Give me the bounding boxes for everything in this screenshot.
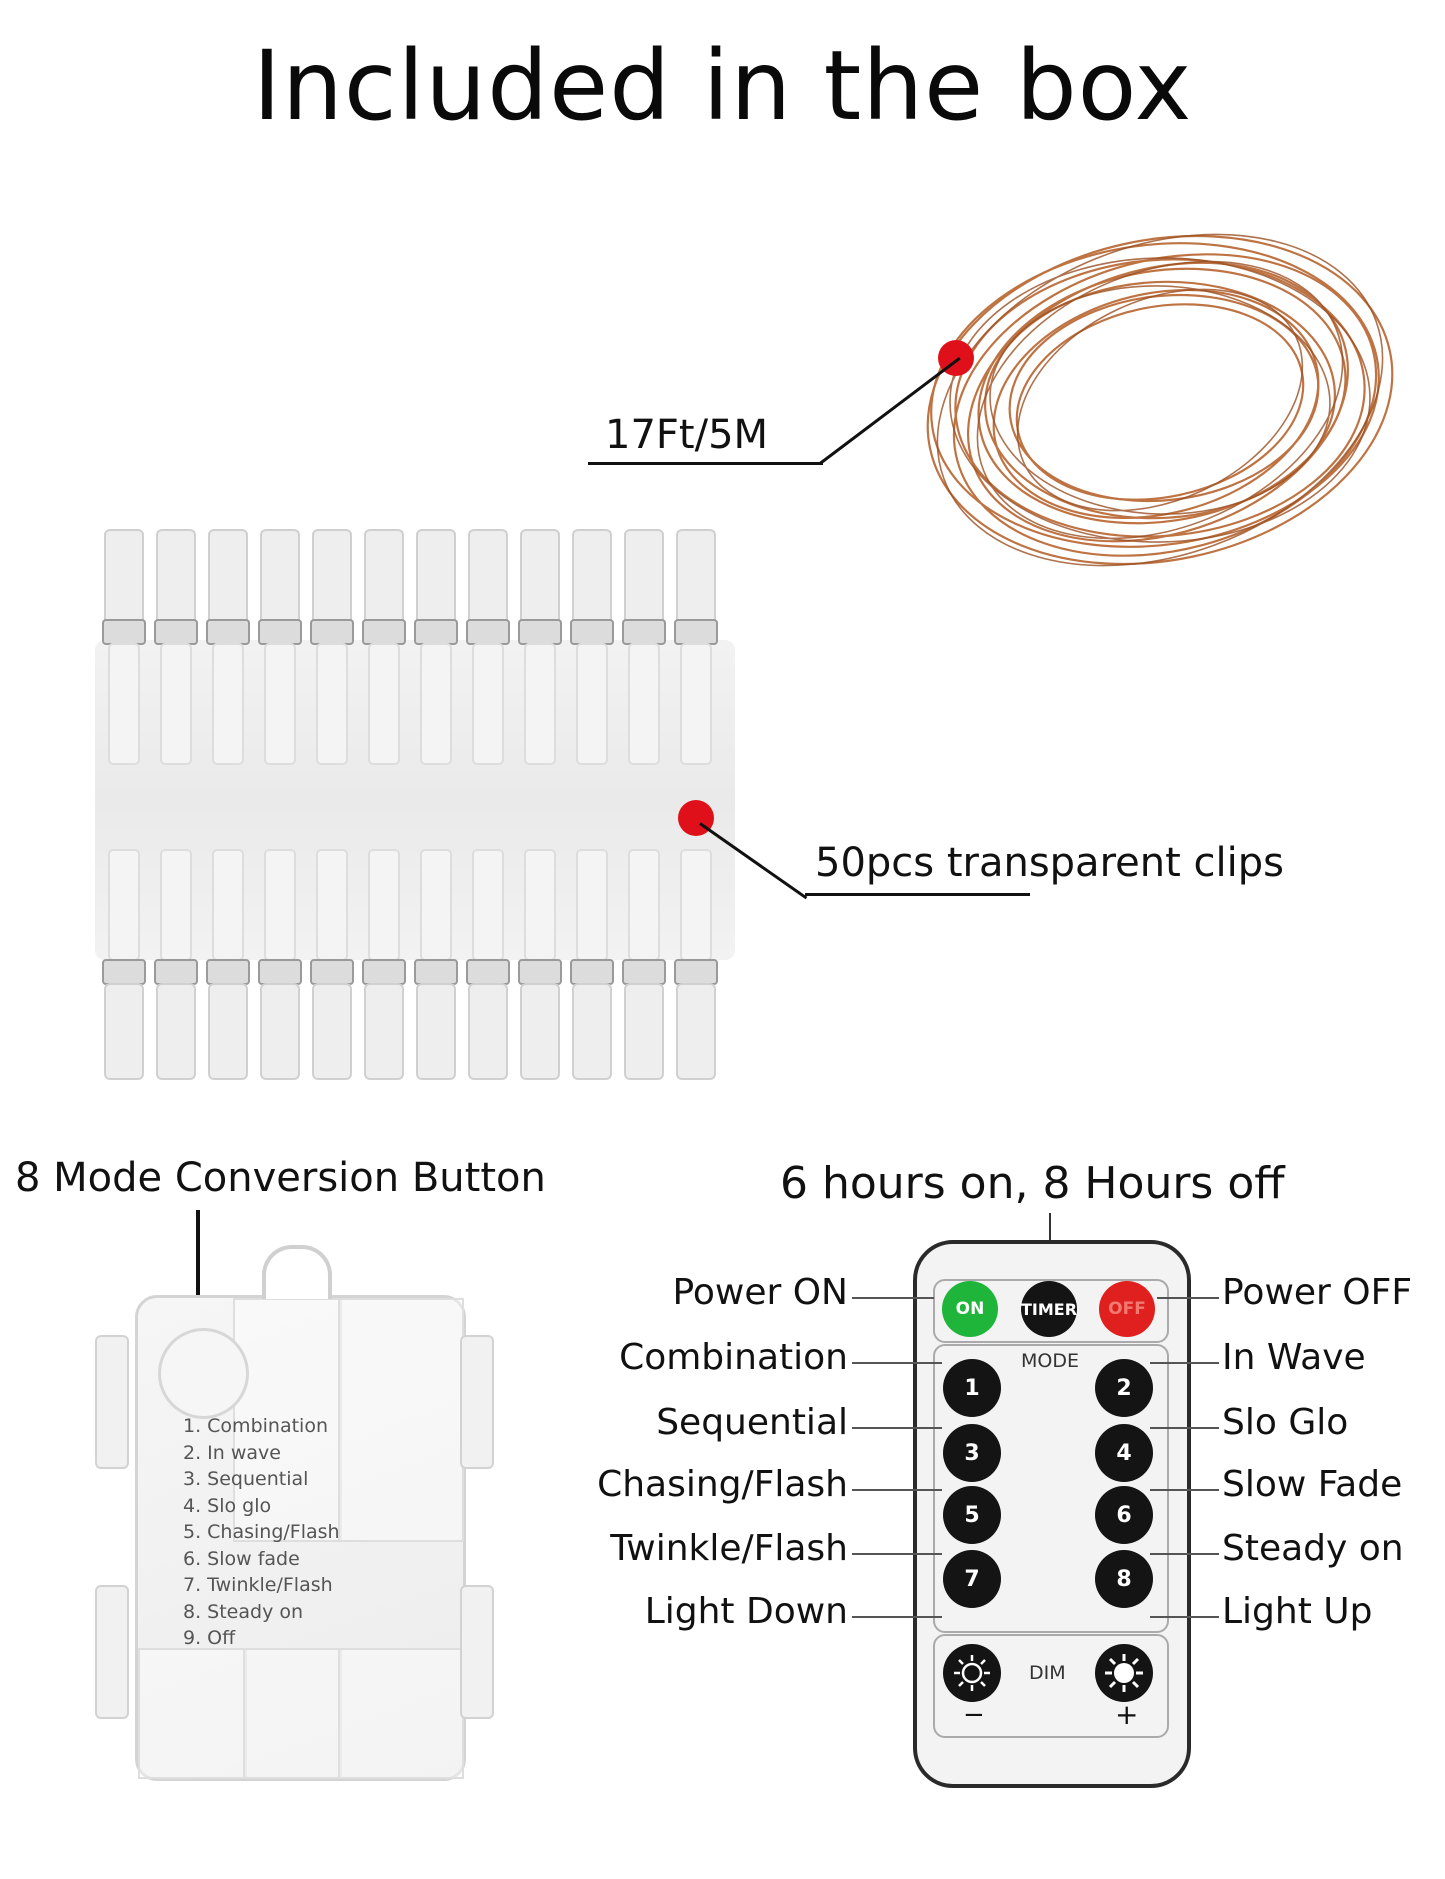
battery-mode-item: 3. Sequential <box>183 1468 309 1490</box>
label-slow-fade: Slow Fade <box>1222 1464 1403 1505</box>
battery-side-clip <box>460 1585 494 1719</box>
dim-label: DIM <box>1029 1662 1066 1684</box>
label-slo-glo: Slo Glo <box>1222 1402 1349 1443</box>
battery-mode-item: 8. Steady on <box>183 1600 304 1623</box>
battery-mode-item: 7. Twinkle/Flash <box>183 1574 333 1596</box>
label-power-on: Power ON <box>672 1272 848 1313</box>
bright-sun-icon <box>1105 1654 1143 1692</box>
battery-mode-item: 6. Slow fade <box>183 1547 300 1570</box>
leader-tick <box>852 1427 942 1429</box>
mode-8-button[interactable]: 8 <box>1095 1550 1153 1608</box>
mode-6-button[interactable]: 6 <box>1095 1486 1153 1544</box>
battery-mode-item: 1. Combination <box>183 1415 328 1437</box>
leader-tick <box>852 1362 942 1364</box>
leader-tick <box>1150 1427 1219 1429</box>
leader-tick <box>852 1489 942 1491</box>
label-light-down: Light Down <box>644 1591 848 1632</box>
mode-conversion-button[interactable] <box>158 1328 249 1419</box>
leader-tick <box>1150 1553 1219 1555</box>
power-on-button[interactable]: ON <box>942 1281 998 1337</box>
battery-side-clip <box>95 1585 129 1719</box>
dim-sun-icon <box>954 1655 990 1691</box>
label-in-wave: In Wave <box>1222 1337 1366 1378</box>
minus-label: − <box>963 1700 985 1730</box>
leader-tick <box>852 1553 942 1555</box>
battery-box-tab <box>262 1245 332 1299</box>
label-steady-on: Steady on <box>1222 1528 1404 1569</box>
leader-tick <box>852 1616 942 1618</box>
label-light-up: Light Up <box>1222 1591 1373 1632</box>
leader-tick <box>1150 1489 1219 1491</box>
label-sequential: Sequential <box>656 1402 848 1443</box>
battery-mode-item: 4. Slo glo <box>183 1494 272 1517</box>
label-twinkle-flash: Twinkle/Flash <box>610 1528 848 1569</box>
mode-button-callout: 8 Mode Conversion Button <box>15 1155 546 1201</box>
mode-label: MODE <box>1021 1350 1079 1372</box>
dim-button-group <box>933 1634 1169 1738</box>
length-callout: 17Ft/5M <box>605 412 769 458</box>
clips-underline <box>805 893 1030 896</box>
battery-mode-item: 2. In wave <box>183 1441 281 1464</box>
leader-tick <box>1150 1616 1219 1618</box>
copper-wire-coil-image <box>926 233 1394 567</box>
battery-side-clip <box>95 1335 129 1469</box>
timer-callout: 6 hours on, 8 Hours off <box>780 1158 1285 1209</box>
remote-control: ON TIMER OFF MODE 1 2 3 4 5 6 7 8 DIM <box>913 1240 1191 1788</box>
mode-4-button[interactable]: 4 <box>1095 1424 1153 1482</box>
plus-label: + <box>1115 1698 1139 1731</box>
mode-3-button[interactable]: 3 <box>943 1424 1001 1482</box>
power-off-button[interactable]: OFF <box>1099 1281 1155 1337</box>
mode-2-button[interactable]: 2 <box>1095 1359 1153 1417</box>
battery-mode-item: 5. Chasing/Flash <box>183 1521 340 1543</box>
timer-button[interactable]: TIMER <box>1021 1281 1077 1337</box>
label-chasing-flash: Chasing/Flash <box>597 1464 848 1505</box>
length-underline <box>588 462 823 465</box>
mode-5-button[interactable]: 5 <box>943 1486 1001 1544</box>
clips-callout: 50pcs transparent clips <box>815 840 1284 886</box>
leader-tick <box>1157 1297 1219 1299</box>
mode-7-button[interactable]: 7 <box>943 1550 1001 1608</box>
light-up-button[interactable] <box>1095 1644 1153 1702</box>
mode-1-button[interactable]: 1 <box>943 1359 1001 1417</box>
battery-side-clip <box>460 1335 494 1469</box>
label-combination: Combination <box>619 1337 848 1378</box>
label-power-off: Power OFF <box>1222 1272 1413 1313</box>
mode-button-group <box>933 1344 1169 1633</box>
light-down-button[interactable] <box>943 1644 1001 1702</box>
transparent-clips-image <box>95 520 735 1090</box>
battery-mode-list: 1. Combination 2. In wave 3. Sequential … <box>183 1413 340 1652</box>
leader-tick <box>1150 1362 1219 1364</box>
leader-tick <box>852 1297 934 1299</box>
power-button-group <box>933 1279 1169 1343</box>
page-title: Included in the box <box>252 30 1193 142</box>
battery-mode-item: 9. Off <box>183 1627 236 1649</box>
